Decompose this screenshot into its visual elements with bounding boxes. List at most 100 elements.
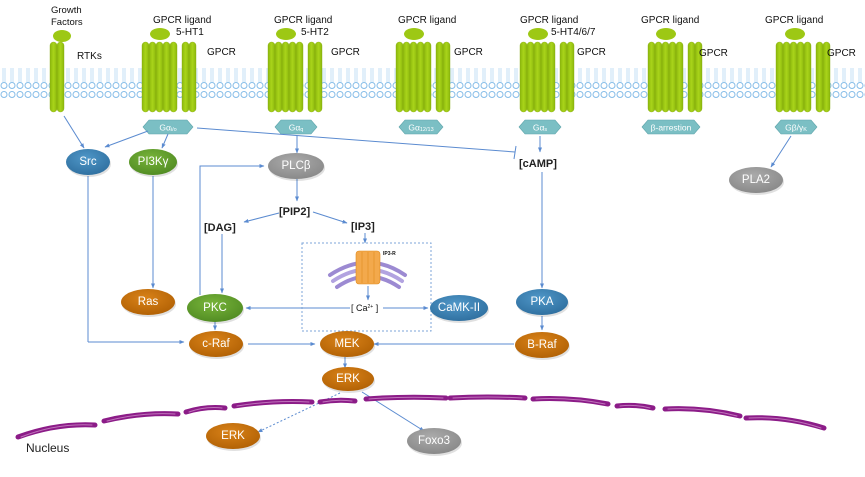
ligand-label: GPCR ligand xyxy=(274,15,332,26)
pip2-label: [PIP2] xyxy=(279,206,311,218)
helix xyxy=(687,41,696,113)
helix xyxy=(402,41,411,113)
helix xyxy=(803,41,812,113)
nuclear-envelope xyxy=(15,394,827,440)
camp-label: [cAMP] xyxy=(519,158,557,170)
helix xyxy=(409,41,418,113)
helix xyxy=(661,41,670,113)
helix xyxy=(796,41,805,113)
node-erk-nuc[interactable]: ERK xyxy=(206,423,261,451)
gprotein-gbg: Gβ/γK xyxy=(774,119,818,135)
edge-erk-erknuc xyxy=(257,392,341,433)
helix xyxy=(314,41,323,113)
node-braf[interactable]: B-Raf xyxy=(515,332,570,360)
edge-pip2-ip3 xyxy=(312,211,348,224)
helix xyxy=(169,41,178,113)
receptor-subtype: 5-HT4/6/7 xyxy=(551,27,596,38)
er-calcium-box: IP3-R xyxy=(301,242,432,332)
gprotein-gq: Gαq xyxy=(274,119,318,135)
node-label: ERK xyxy=(221,430,245,442)
node-label: ERK xyxy=(336,373,360,385)
node-label: CaMK-II xyxy=(438,302,480,314)
ligand-label: Growth xyxy=(51,5,82,16)
helix xyxy=(789,41,798,113)
ligand-icon xyxy=(53,30,71,42)
node-foxo3[interactable]: Foxo3 xyxy=(407,428,462,456)
helix xyxy=(267,41,276,113)
ligand-icon xyxy=(785,28,805,40)
helix xyxy=(188,41,197,113)
molecules: [cAMP] [PIP2] [DAG] [IP3] [ Ca2+ ] xyxy=(204,158,557,313)
helix xyxy=(56,41,65,113)
gprotein-label: Gαs xyxy=(533,123,548,134)
helix xyxy=(654,41,663,113)
node-ras[interactable]: Ras xyxy=(121,289,176,317)
helix xyxy=(547,41,556,113)
helix xyxy=(815,41,824,113)
helix xyxy=(822,41,831,113)
node-label: Ras xyxy=(138,296,159,308)
helix xyxy=(559,41,568,113)
node-label: PLCβ xyxy=(282,160,311,172)
node-mek[interactable]: MEK xyxy=(320,331,375,359)
ligand-icon xyxy=(150,28,170,40)
ligand-label-2: Factors xyxy=(51,17,83,28)
ligand-label: GPCR ligand xyxy=(765,15,823,26)
inhibit-bar xyxy=(513,145,517,160)
node-label: PKA xyxy=(530,296,553,308)
node-pka[interactable]: PKA xyxy=(516,289,569,317)
gprotein-label: Gαi/o xyxy=(159,123,176,134)
edge-gi-src xyxy=(104,130,149,148)
cell-membrane xyxy=(0,68,865,98)
helix xyxy=(423,41,432,113)
node-label: Src xyxy=(79,156,97,168)
node-label: MEK xyxy=(335,338,360,350)
ligand-label: GPCR ligand xyxy=(153,15,211,26)
node-label: PLA2 xyxy=(742,174,770,186)
edge-gi-camp-inhibit xyxy=(196,127,516,153)
helix xyxy=(442,41,451,113)
helix xyxy=(155,41,164,113)
node-label: PI3Kγ xyxy=(138,156,169,168)
receptor-type-label: GPCR xyxy=(577,47,606,58)
ligand-label: GPCR ligand xyxy=(398,15,456,26)
receptor-type-label: GPCR xyxy=(454,47,483,58)
dag-label: [DAG] xyxy=(204,222,236,234)
node-camk[interactable]: CaMK-II xyxy=(430,295,489,323)
helix xyxy=(647,41,656,113)
node-erk[interactable]: ERK xyxy=(322,367,375,393)
calcium-label: [ Ca2+ ] xyxy=(351,303,378,313)
helix xyxy=(668,41,677,113)
helix xyxy=(288,41,297,113)
node-pi3k[interactable]: PI3Kγ xyxy=(129,149,178,177)
node-label: Foxo3 xyxy=(418,435,450,447)
helix xyxy=(274,41,283,113)
helix xyxy=(395,41,404,113)
helix xyxy=(162,41,171,113)
edge-gi-pi3k xyxy=(161,133,169,149)
gprotein-g12: Gα12/13 xyxy=(398,119,444,135)
node-label: c-Raf xyxy=(202,338,230,350)
ip3-receptor xyxy=(355,250,381,285)
node-label: B-Raf xyxy=(527,339,557,351)
edge-pip2-dag xyxy=(243,212,280,223)
node-craf[interactable]: c-Raf xyxy=(189,331,244,359)
ip3-label: [IP3] xyxy=(351,221,375,233)
helix xyxy=(775,41,784,113)
helix xyxy=(782,41,791,113)
ligand-icon xyxy=(276,28,296,40)
helix xyxy=(519,41,528,113)
node-pkc[interactable]: PKC xyxy=(187,294,244,324)
node-plcb[interactable]: PLCβ xyxy=(268,153,325,181)
helix xyxy=(533,41,542,113)
receptor-subtype: 5-HT2 xyxy=(301,27,329,38)
node-src[interactable]: Src xyxy=(66,149,111,177)
node-pla2[interactable]: PLA2 xyxy=(729,167,784,195)
